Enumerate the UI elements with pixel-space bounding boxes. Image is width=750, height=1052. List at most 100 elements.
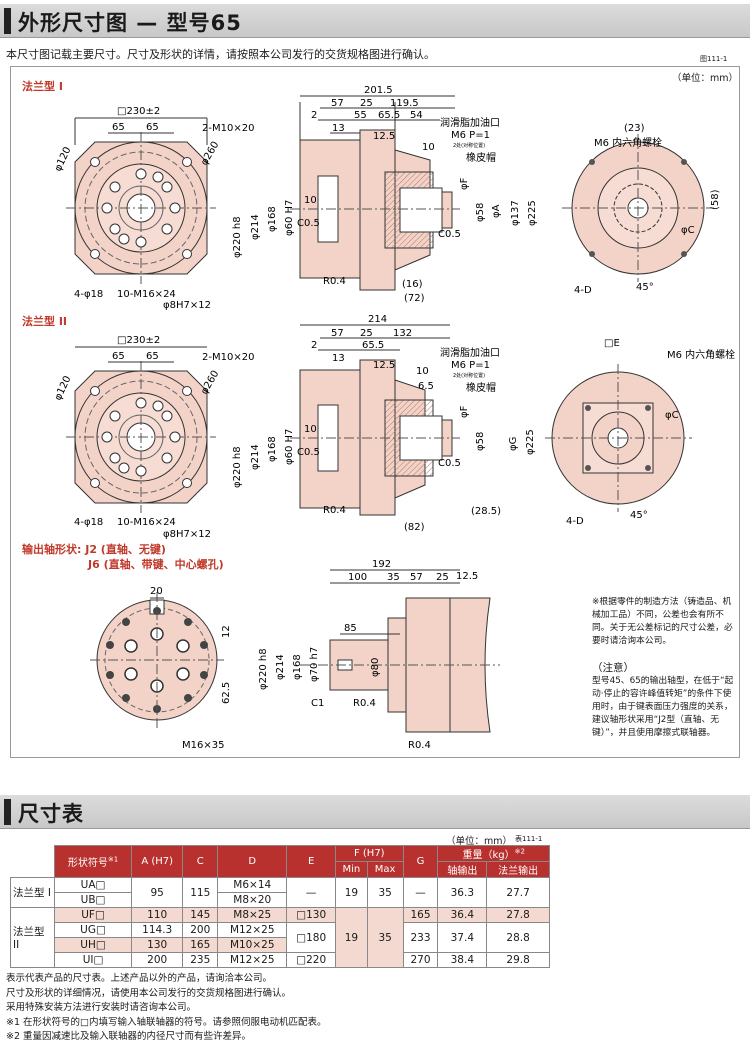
dim-m16: 10-M16×24: [117, 517, 176, 528]
flange1-side-view: 201.5 57 25 119.5 2 55 65.5 54 13 12.5 1…: [232, 85, 538, 304]
table-row: UG□ 114.3 200 M12×25 □180 233 37.4 28.8: [11, 922, 550, 953]
shaft-label-1: 输出轴形状: J2 (直轴、无键): [22, 542, 166, 556]
corner-cell: [10, 845, 55, 878]
cell-a: 200: [131, 952, 184, 968]
cell-w2: 27.8: [486, 907, 550, 923]
dim-e: □E: [604, 338, 620, 349]
header-max: Max: [366, 861, 404, 878]
header-code-text: 形状符号: [67, 858, 108, 869]
dim-10a: 10: [416, 366, 429, 377]
cell-w1: 36.3: [437, 877, 488, 908]
cell-c: 115: [182, 877, 219, 908]
dim-82: (82): [404, 522, 425, 533]
header-weight-text: 重量（kg）: [462, 850, 515, 861]
cell-d: M12×25: [217, 922, 288, 938]
dim-45: 45°: [630, 510, 648, 521]
dim-m16: 10-M16×24: [117, 289, 176, 300]
dim-r04: R0.4: [323, 276, 346, 287]
dim-c05: C0.5: [297, 218, 320, 229]
dim-d168: φ168: [292, 654, 303, 680]
dim-f: φF: [459, 177, 470, 190]
dim-57: 57: [331, 328, 344, 339]
dim-1195: 119.5: [390, 98, 419, 109]
cell-e: □130: [286, 907, 337, 923]
page-title: 外形尺寸图 — 型号65: [18, 11, 242, 35]
dim-d168: φ168: [267, 436, 278, 462]
flange1-label: 法兰型 I: [22, 79, 63, 93]
dim-tap: 2-M10×20: [202, 123, 254, 134]
note-3: 采用特殊安装方法进行安装时请咨询本公司。: [6, 1002, 197, 1013]
cell-a: 95: [131, 877, 184, 908]
dim-65: 6.5: [418, 381, 434, 392]
tolerance-note: ※根据零件的制造方法（铸造品、机械加工品）不同，公差也会有所不同。关于无公差标记…: [592, 596, 740, 740]
header-w2: 法兰输出: [486, 861, 550, 878]
table-row: UH□ 130 165 M10×25: [11, 937, 550, 953]
dim-r04a: R0.4: [353, 698, 376, 709]
dim-d225: φ225: [525, 429, 536, 455]
table-row: 法兰型 II UF□ 110 145 M8×25 □130 19 35 165 …: [10, 907, 550, 968]
cell-e: □180: [286, 922, 337, 953]
header-code-sup: ※1: [107, 855, 119, 864]
cell-fmin: 19: [335, 877, 368, 908]
cell-c: 145: [182, 907, 219, 923]
dim-f: φF: [459, 405, 470, 418]
dim-57: 57: [331, 98, 344, 109]
dimension-table: 形状符号※1 A (H7) C D E F (H7) G 重量（kg）※2 Mi…: [10, 845, 550, 968]
flange2-side-view: 214 57 25 132 2 65.5 13 12.5 10 6.5 φ220…: [232, 314, 536, 533]
dim-d60: φ60 H7: [284, 200, 295, 236]
cell-e: □220: [286, 952, 337, 968]
cell-w1: 36.4: [437, 907, 488, 923]
oil-port-thread: M6 P=1: [451, 130, 490, 141]
dim-c05: C0.5: [297, 447, 320, 458]
dim-65a: 65: [112, 351, 125, 362]
intro-text: 本尺寸图记载主要尺寸。尺寸及形状的详情，请按照本公司发行的交货规格图进行确认。: [6, 48, 435, 61]
oil-port-label: 润滑脂加油口: [440, 116, 500, 129]
dim-25: 25: [360, 98, 373, 109]
header-weight-sup: ※2: [514, 847, 525, 856]
header-weight: 重量（kg）※2: [437, 845, 550, 862]
dim-23: (23): [624, 123, 645, 134]
cell-fmax: 35: [366, 907, 404, 968]
oil-port-pos: 2处(对称位置): [453, 372, 485, 379]
dim-25: 25: [360, 328, 373, 339]
dim-4d: 4-D: [566, 516, 584, 527]
dim-r58: (58): [710, 189, 721, 210]
cell-code: UI□: [53, 952, 133, 968]
dim-625: 62.5: [221, 682, 232, 704]
cell-a: 110: [131, 907, 184, 923]
dim-655: 65.5: [362, 340, 384, 351]
cell-a: 114.3: [131, 922, 184, 938]
bolt-label: M6 内六角螺栓: [667, 348, 735, 361]
dim-d214: φ214: [275, 654, 286, 680]
header-f: F (H7): [335, 845, 404, 862]
dim-d260: φ260: [199, 140, 221, 168]
dim-25: 25: [436, 572, 449, 583]
dim-d220: φ220 h8: [232, 216, 243, 258]
dim-pin: φ8H7×12: [163, 529, 211, 540]
oil-port-label: 润滑脂加油口: [440, 346, 500, 359]
dim-13: 13: [332, 353, 345, 364]
flange1-front-view: □230±2 65 65 2-M10×20 φ120 φ260 4-φ18 10…: [53, 106, 255, 311]
dim-4d: 4-D: [574, 285, 592, 296]
cell-fmax: 35: [366, 877, 404, 908]
dim-132: 132: [393, 328, 412, 339]
dim-65a: 65: [112, 122, 125, 133]
dim-125: 12.5: [373, 360, 395, 371]
dim-d214: φ214: [250, 214, 261, 240]
dim-2015: 201.5: [364, 85, 393, 96]
header-d: D: [217, 845, 288, 878]
dim-c: φC: [665, 410, 679, 421]
cell-a: 130: [131, 937, 184, 953]
dim-285: (28.5): [471, 506, 501, 517]
dim-c05b: C0.5: [438, 458, 461, 469]
dim-655: 65.5: [378, 110, 400, 121]
dim-10b: 10: [304, 424, 317, 435]
dim-d168: φ168: [267, 206, 278, 232]
dim-85: 85: [344, 623, 357, 634]
dim-holes: 4-φ18: [74, 289, 103, 300]
header-g: G: [402, 845, 439, 878]
cell-e: —: [286, 877, 337, 908]
table-row: UB□ M8×20: [11, 892, 550, 908]
header-code: 形状符号※1: [53, 845, 133, 878]
table-unit: （单位：mm）: [446, 836, 513, 847]
